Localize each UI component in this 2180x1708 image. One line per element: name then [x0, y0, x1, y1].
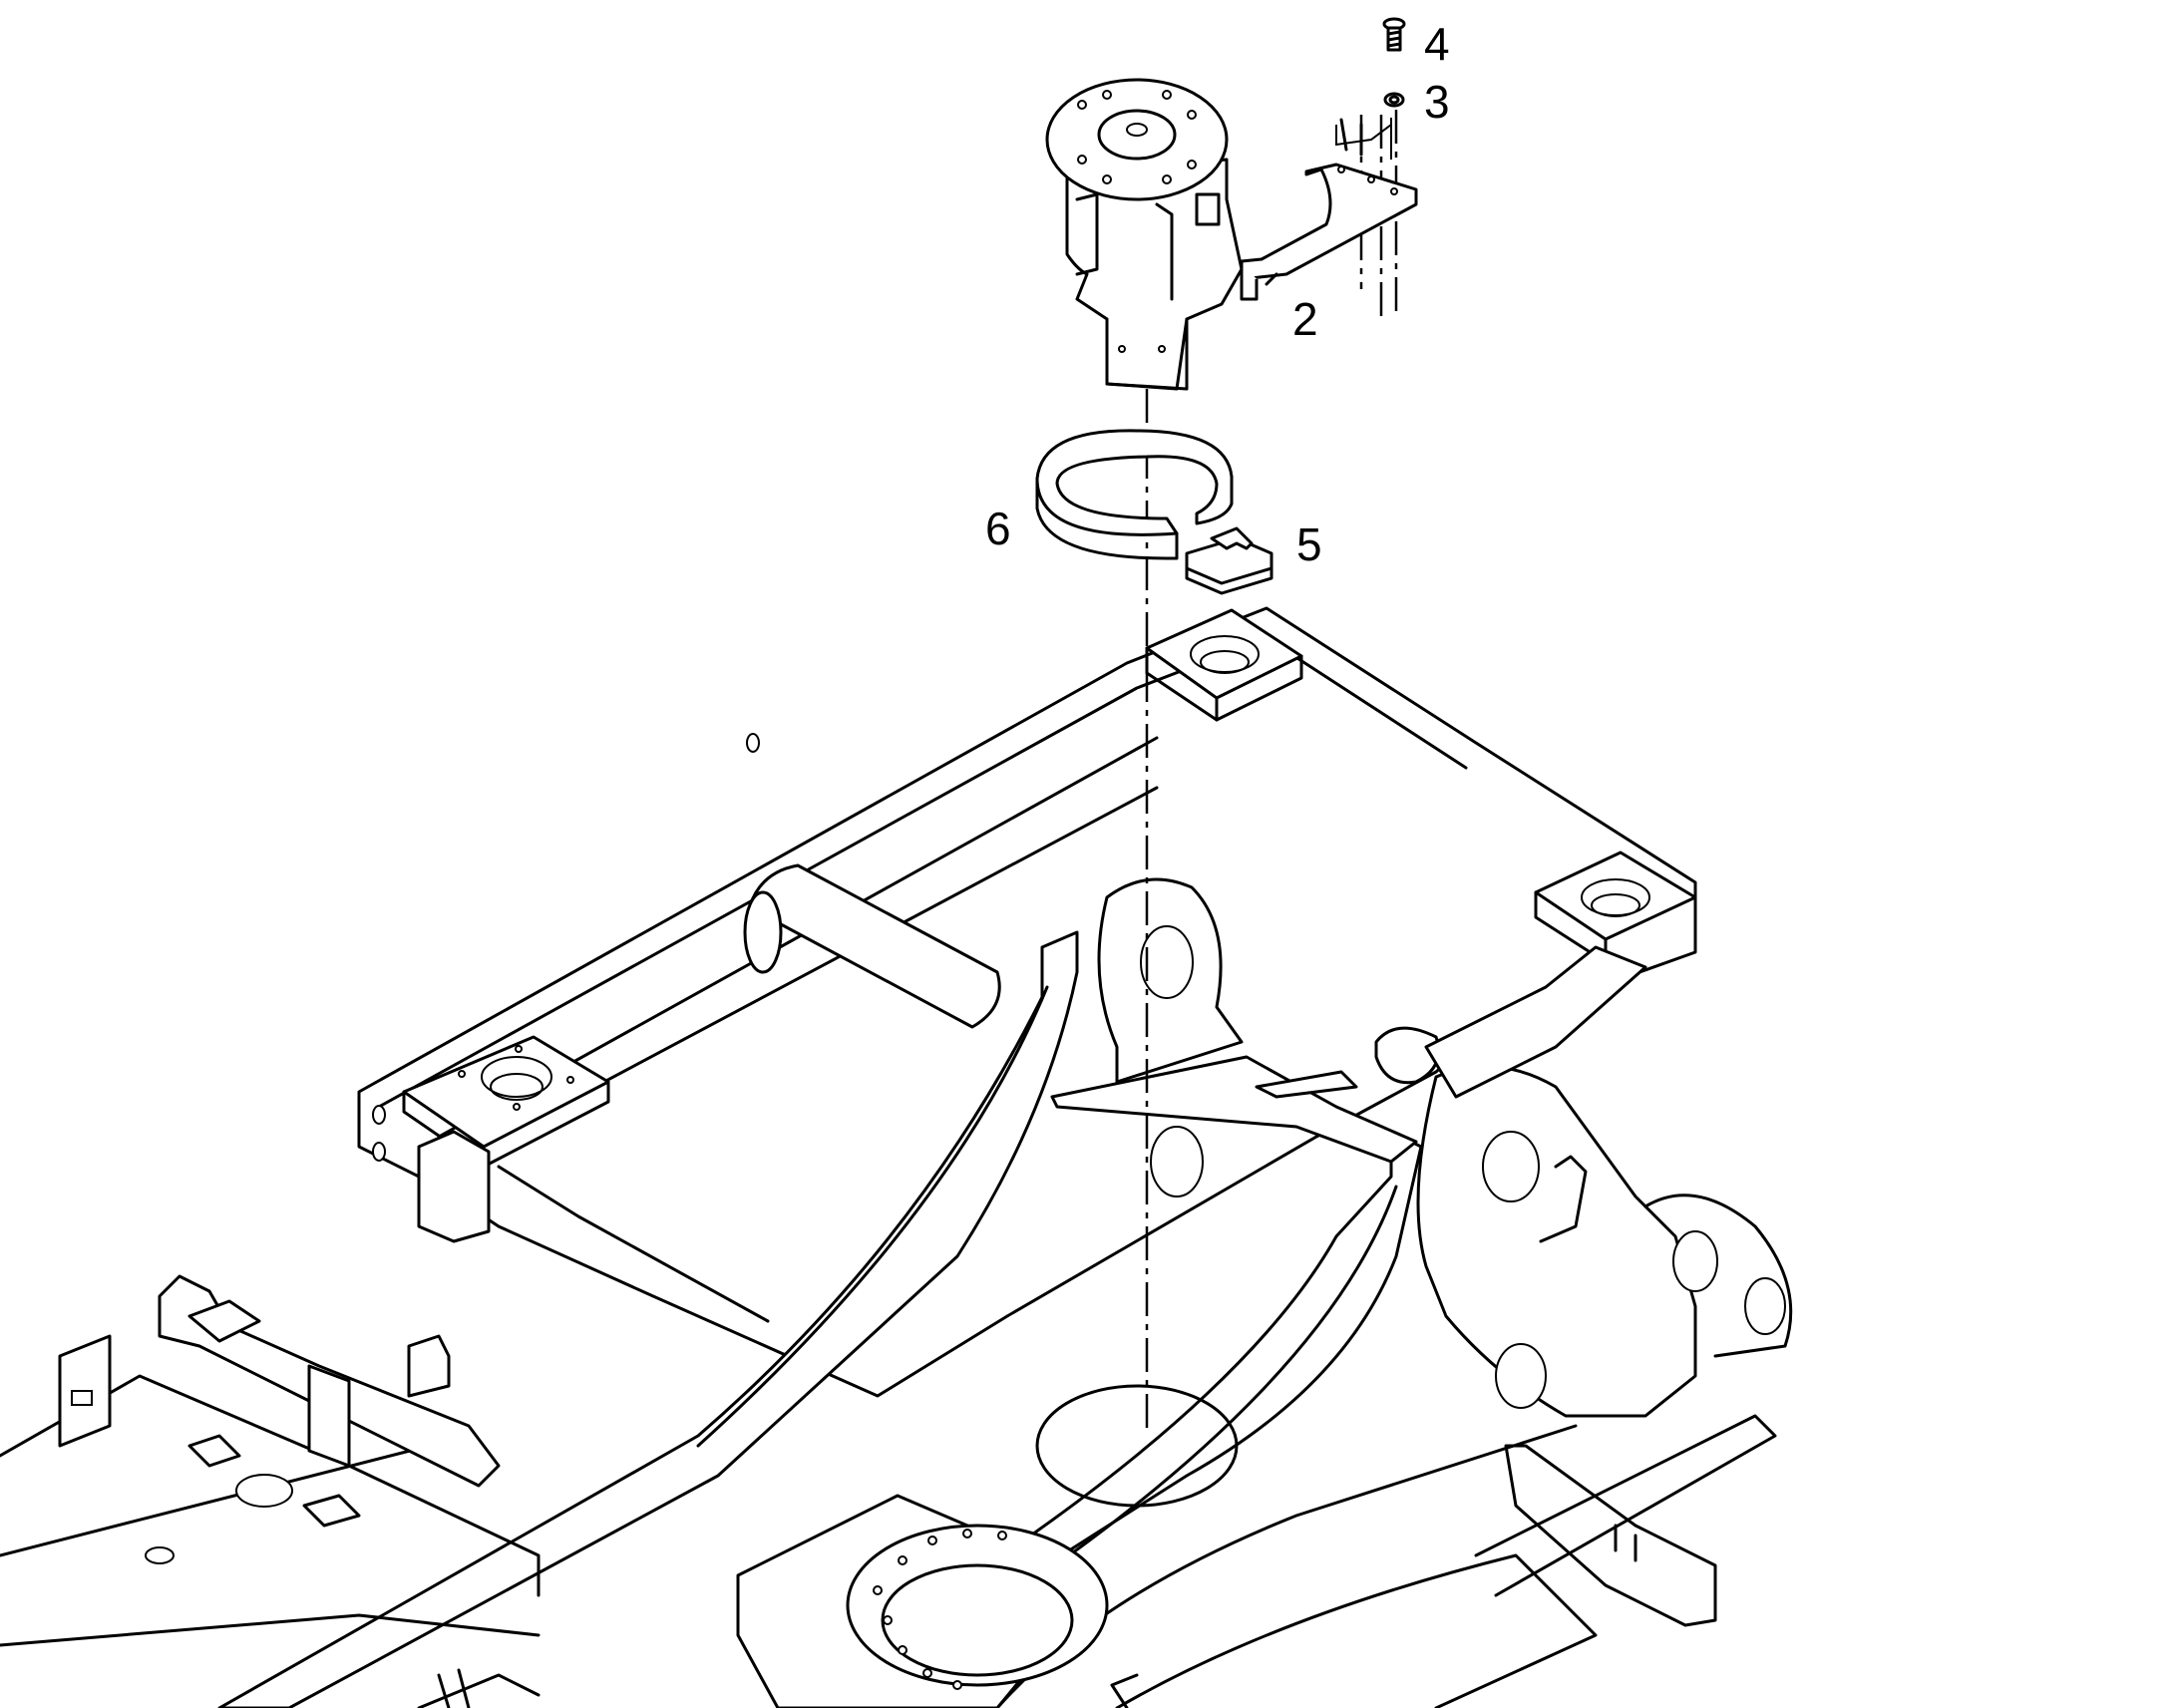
connector: [1195, 192, 1221, 226]
corner-block: [417, 1130, 491, 1243]
callout-3: 3: [1424, 76, 1450, 128]
side-bracket-right: [1416, 1065, 1793, 1418]
callout-6: 6: [985, 503, 1011, 554]
bolt-part-4: [1382, 17, 1406, 52]
mount-pad-back: [1145, 608, 1303, 722]
lock-plate-part-5: [1185, 526, 1273, 595]
slew-bearing: [736, 1494, 1109, 1708]
cross-tube: [743, 863, 1001, 1029]
chassis-frame: [0, 606, 1793, 1708]
lower-mount: [1504, 1444, 1717, 1627]
split-ring-part-6: [1035, 429, 1234, 560]
bracket-part-2: [1240, 118, 1418, 301]
washer-part-3: [1383, 92, 1405, 108]
rotary-joint: [1045, 78, 1244, 391]
callout-2: 2: [1292, 293, 1318, 345]
mount-pad-right: [1534, 851, 1697, 964]
link-eye: [1374, 1026, 1440, 1085]
pivot-bracket: [1097, 877, 1244, 1197]
cross-plate: [1050, 1055, 1418, 1164]
callout-5: 5: [1296, 518, 1322, 570]
side-platform-left: [0, 733, 760, 1708]
recess: [1035, 1384, 1239, 1508]
boom-arm-left: [217, 930, 1079, 1708]
callout-4: 4: [1424, 18, 1450, 70]
mount-pad-front-left: [402, 1035, 610, 1169]
